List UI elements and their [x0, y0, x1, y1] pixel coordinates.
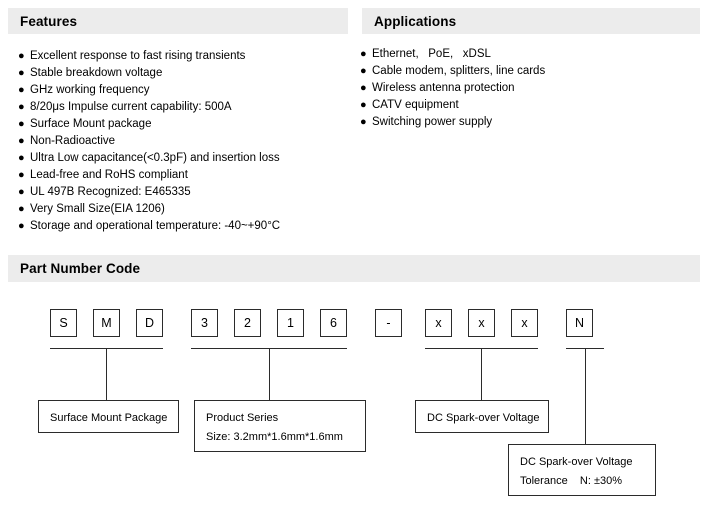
- part-number-code-header-bar: Part Number Code: [8, 255, 700, 282]
- bullet-icon: ●: [18, 67, 25, 79]
- list-item: ● 8/20μs Impulse current capability: 500A: [18, 99, 348, 116]
- features-header-bar: Features: [8, 8, 348, 34]
- applications-list: ● Ethernet, PoE, xDSL ● Cable modem, split…: [360, 46, 700, 131]
- list-item: ● UL 497B Recognized: E465335: [18, 184, 348, 201]
- pn-separator-box: -: [375, 309, 402, 337]
- list-item-label: Ultra Low capacitance(<0.3pF) and insert…: [30, 152, 280, 164]
- desc-box-package: Surface Mount Package: [38, 400, 179, 433]
- list-item-label: Storage and operational temperature: -40…: [30, 220, 281, 232]
- pn-char-box-2: D: [136, 309, 163, 337]
- list-item: ● Storage and operational temperature: -4…: [18, 218, 348, 235]
- list-item: ● GHz working frequency: [18, 82, 348, 99]
- pn-char-box-11: N: [566, 309, 593, 337]
- list-item-label: Surface Mount package: [30, 118, 152, 130]
- desc-box-series: Product Series Size: 3.2mm*1.6mm*1.6mm: [194, 400, 366, 452]
- pn-char-box-1: M: [93, 309, 120, 337]
- list-item: ● Very Small Size(EIA 1206): [18, 201, 348, 218]
- features-list: ● Excellent response to fast rising trans…: [18, 48, 348, 235]
- list-item: ● Switching power supply: [360, 114, 700, 131]
- bullet-icon: ●: [18, 135, 25, 147]
- list-item: ● Non-Radioactive: [18, 133, 348, 150]
- bullet-icon: ●: [18, 118, 25, 130]
- list-item: ● Ethernet, PoE, xDSL: [360, 46, 700, 63]
- pn-char-box-10: x: [511, 309, 538, 337]
- pn-char-box-3: 3: [191, 309, 218, 337]
- list-item-label: CATV equipment: [372, 99, 459, 111]
- list-item-label: Non-Radioactive: [30, 135, 116, 147]
- bullet-icon: ●: [18, 84, 25, 96]
- bullet-icon: ●: [18, 101, 25, 113]
- list-item-label: Stable breakdown voltage: [30, 67, 163, 79]
- list-item: ● CATV equipment: [360, 97, 700, 114]
- pn-char-box-9: x: [468, 309, 495, 337]
- pn-char-box-4: 2: [234, 309, 261, 337]
- bracket-drop-package: [106, 348, 107, 400]
- features-title: Features: [20, 13, 78, 29]
- desc-box-voltage: DC Spark-over Voltage: [415, 400, 549, 433]
- bullet-icon: ●: [360, 65, 367, 77]
- desc-tolerance-line1: DC Spark-over Voltage: [520, 456, 633, 468]
- list-item-label: GHz working frequency: [30, 84, 150, 96]
- list-item: ● Lead-free and RoHS compliant: [18, 167, 348, 184]
- pn-char-box-8: x: [425, 309, 452, 337]
- list-item-label: Ethernet, PoE, xDSL: [372, 48, 491, 60]
- list-item-label: Wireless antenna protection: [372, 82, 515, 94]
- bullet-icon: ●: [18, 203, 25, 215]
- applications-title: Applications: [374, 13, 457, 29]
- pn-char-box-6: 6: [320, 309, 347, 337]
- desc-tolerance-line2: Tolerance N: ±30%: [520, 475, 623, 487]
- desc-package-line1: Surface Mount Package: [50, 412, 168, 424]
- list-item-label: Cable modem, splitters, line cards: [372, 65, 546, 77]
- list-item: ● Surface Mount package: [18, 116, 348, 133]
- desc-series-line2: Size: 3.2mm*1.6mm*1.6mm: [206, 431, 343, 443]
- desc-series-line1: Product Series: [206, 412, 279, 424]
- bullet-icon: ●: [18, 169, 25, 181]
- list-item: ● Wireless antenna protection: [360, 80, 700, 97]
- pn-char-box-5: 1: [277, 309, 304, 337]
- desc-box-tolerance: DC Spark-over Voltage Tolerance N: ±30%: [508, 444, 656, 496]
- pn-char-box-0: S: [50, 309, 77, 337]
- list-item: ● Cable modem, splitters, line cards: [360, 63, 700, 80]
- list-item-label: Lead-free and RoHS compliant: [30, 169, 188, 181]
- list-item: ● Ultra Low capacitance(<0.3pF) and inser…: [18, 150, 348, 167]
- list-item-label: UL 497B Recognized: E465335: [30, 186, 191, 198]
- desc-voltage-line1: DC Spark-over Voltage: [427, 412, 540, 424]
- list-item-label: Switching power supply: [372, 116, 493, 128]
- bracket-drop-tolerance: [585, 348, 586, 444]
- part-number-code-diagram: S M D 3 2 1 6 - x x x N Surface Mount Pa…: [0, 282, 710, 514]
- applications-header-bar: Applications: [362, 8, 700, 34]
- bullet-icon: ●: [360, 116, 367, 128]
- bullet-icon: ●: [360, 48, 367, 60]
- bullet-icon: ●: [18, 152, 25, 164]
- list-item: ● Stable breakdown voltage: [18, 65, 348, 82]
- bracket-drop-voltage: [481, 348, 482, 400]
- list-item-label: 8/20μs Impulse current capability: 500A: [30, 101, 232, 113]
- bullet-icon: ●: [360, 99, 367, 111]
- list-item-label: Very Small Size(EIA 1206): [30, 203, 165, 215]
- bullet-icon: ●: [18, 186, 25, 198]
- part-number-code-title: Part Number Code: [20, 261, 141, 276]
- list-item-label: Excellent response to fast rising transi…: [30, 50, 246, 62]
- bullet-icon: ●: [18, 50, 25, 62]
- bullet-icon: ●: [18, 220, 25, 232]
- bullet-icon: ●: [360, 82, 367, 94]
- bracket-drop-series: [269, 348, 270, 400]
- list-item: ● Excellent response to fast rising trans…: [18, 48, 348, 65]
